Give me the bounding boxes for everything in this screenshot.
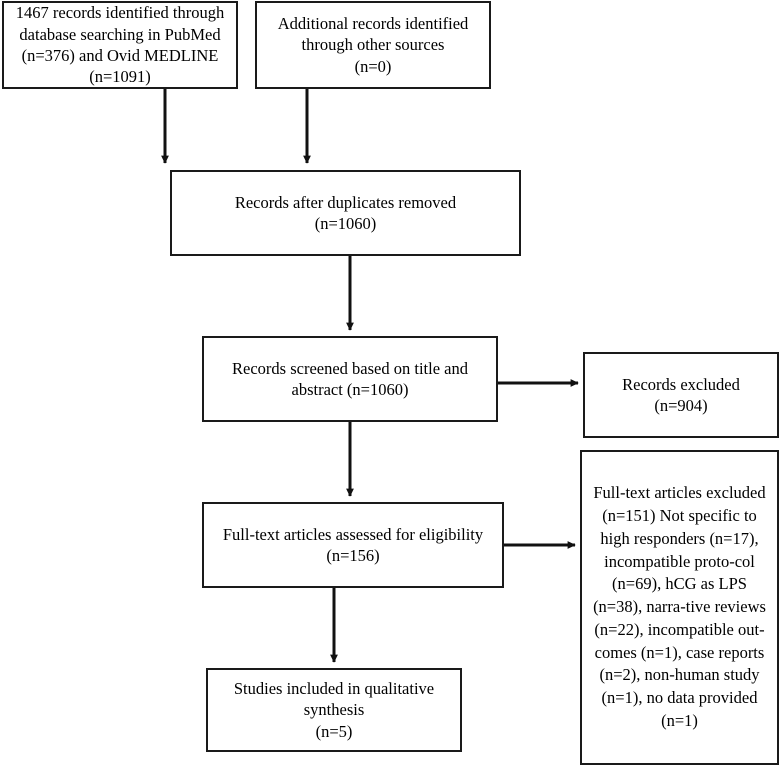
node-studies-included-qualitative-synthesis-label: Studies included in qualitative synthesi… [233,678,435,741]
node-fulltext-articles-assessed-label: Full-text articles assessed for eligibil… [222,524,484,565]
node-records-excluded: Records excluded (n=904) [583,352,779,438]
node-studies-included-qualitative-synthesis: Studies included in qualitative synthesi… [206,668,462,752]
node-records-identified-other-sources-label: Additional records identified through ot… [277,13,469,76]
node-records-identified-database-label: 1467 records identified through database… [15,3,225,87]
node-records-identified-database: 1467 records identified through database… [2,1,238,89]
node-records-identified-other-sources: Additional records identified through ot… [255,1,491,89]
node-records-screened: Records screened based on title and abst… [202,336,498,422]
node-records-after-duplicates-removed: Records after duplicates removed (n=1060… [170,170,521,256]
node-fulltext-articles-excluded-label: Full-text articles excluded (n=151) Not … [593,483,766,730]
node-records-excluded-label: Records excluded (n=904) [622,374,740,415]
node-fulltext-articles-assessed: Full-text articles assessed for eligibil… [202,502,504,588]
node-records-screened-label: Records screened based on title and abst… [232,358,468,399]
node-fulltext-articles-excluded: Full-text articles excluded (n=151) Not … [580,450,779,765]
node-records-after-duplicates-removed-label: Records after duplicates removed (n=1060… [234,192,457,233]
